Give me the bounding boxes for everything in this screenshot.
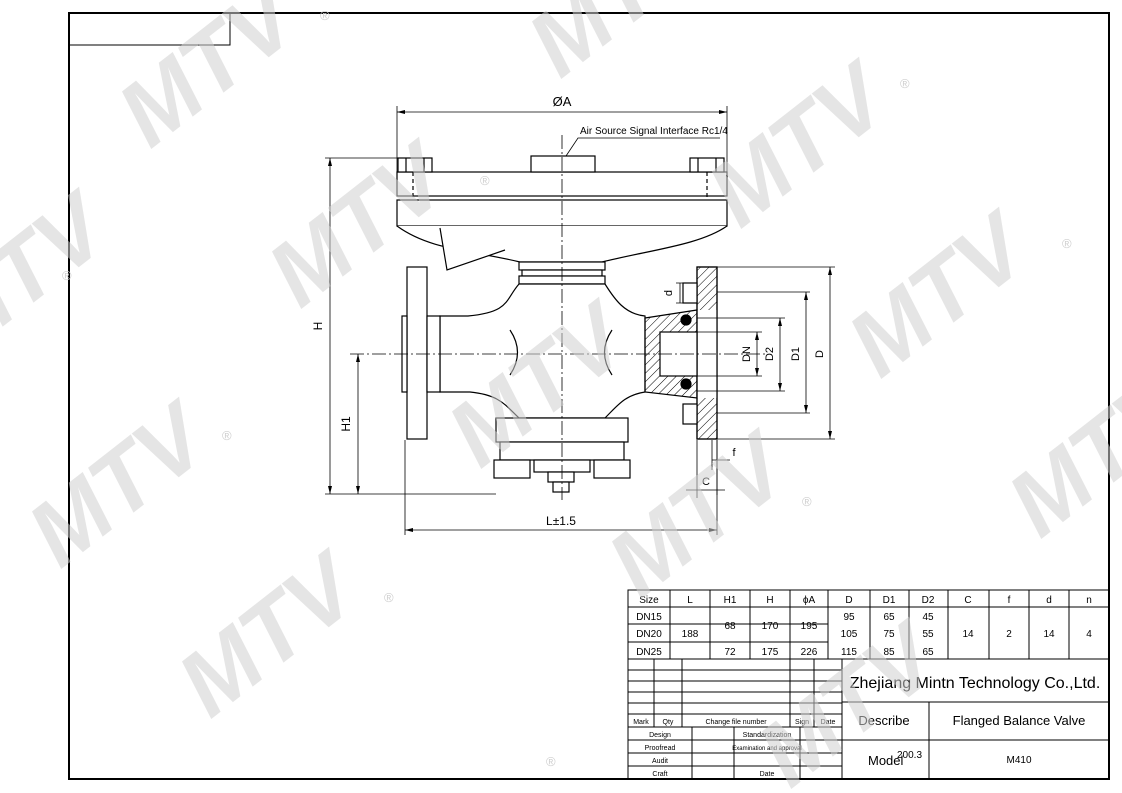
company-name: Zhejiang Mintn Technology Co.,Ltd. [850,675,1101,692]
rev-qty: Qty [663,719,674,726]
cell-h1: 72 [724,647,736,658]
dim-h1: H1 [339,416,353,432]
cell-d1: 65 [883,612,895,623]
cell-l: 188 [682,629,699,640]
sheet-border [68,12,1110,780]
watermark: MTV [100,0,321,166]
dim-d-big: D [814,350,826,358]
rev-mark: Mark [633,719,649,726]
spec-table-text: Size L H1 H ϕA D D1 D2 C f d n DN15 DN20… [636,595,1092,658]
dim-h: H [311,322,325,331]
watermark: MTV [830,192,1051,396]
hdr-h1: H1 [724,595,737,606]
rev-date: Date [821,719,836,726]
hdr-size: Size [639,595,659,606]
centre-lines [350,135,765,500]
dim-dn: DN [741,346,753,362]
cell-d: 95 [843,612,855,623]
approval-proofread: Proofread [645,745,676,752]
cell-d: 115 [841,647,857,658]
hdr-f: f [1008,595,1011,606]
hdr-d-small: d [1046,595,1052,606]
cell-d2: 45 [922,612,934,623]
approval-standardization: Standardization [743,732,792,739]
dim-d2: D2 [764,347,776,361]
dim-l: L±1.5 [546,514,576,528]
cell-h1: 68 [724,621,736,632]
row-size: DN25 [636,647,662,658]
hdr-d: D [845,595,852,606]
cell-c: 14 [962,629,974,640]
rev-change: Change file number [705,719,767,726]
registered-mark: ® [480,173,490,188]
scale-value: 200.3 [897,750,922,761]
hdr-n: n [1086,595,1092,606]
hdr-c: C [964,595,971,606]
cell-d2: 65 [922,647,934,658]
row-size: DN15 [636,612,662,623]
dim-c: C [702,476,710,488]
hdr-a: ϕA [803,595,816,606]
cell-f: 2 [1006,629,1012,640]
cell-h: 175 [762,647,779,658]
watermark-registered-marks: ® ® ® ® ® ® ® ® ® [62,8,1072,769]
dimension-lines [325,106,835,535]
dimension-arrows [328,110,832,532]
cell-d: 105 [841,629,858,640]
cell-d-small: 14 [1043,629,1055,640]
watermark: MTV [160,532,381,736]
approval-craft: Craft [652,771,667,778]
watermark: MTV [10,382,231,586]
title-block-text: Zhejiang Mintn Technology Co.,Ltd. Descr… [633,675,1100,778]
model-label: Model [868,753,904,768]
top-left-box [68,12,231,46]
cell-d1: 75 [883,629,895,640]
describe-value: Flanged Balance Valve [953,713,1086,728]
rev-sign: Sign [795,719,809,726]
hdr-l: L [687,595,693,606]
hdr-d2: D2 [922,595,935,606]
cell-a: 195 [801,621,818,632]
registered-mark: ® [1062,236,1072,251]
registered-mark: ® [802,494,812,509]
watermark: MTV [990,352,1122,556]
dim-d-small: d [663,290,675,296]
cell-d2: 55 [922,629,934,640]
cell-a: 226 [801,647,818,658]
approval-design: Design [649,732,671,739]
registered-mark: ® [62,268,72,283]
dim-f: f [732,447,736,459]
spec-table [627,589,1110,660]
cell-h: 170 [762,621,779,632]
air-source-note: Air Source Signal Interface Rc1/4 [580,126,728,137]
dim-phi-a: ØA [553,94,572,109]
watermark: MTV [250,122,471,326]
hdr-h: H [766,595,773,606]
model-value: M410 [1006,755,1031,766]
registered-mark: ® [320,8,330,23]
approval-examination: Examination and approval [732,746,801,752]
registered-mark: ® [222,428,232,443]
cell-n: 4 [1086,629,1092,640]
approval-date: Date [760,771,775,778]
registered-mark: ® [546,754,556,769]
row-size: DN20 [636,629,662,640]
dim-d1: D1 [790,347,802,361]
approval-audit: Audit [652,758,668,765]
registered-mark: ® [384,590,394,605]
describe-label: Describe [858,713,909,728]
dimension-labels: ØA Air Source Signal Interface Rc1/4 H H… [311,94,826,528]
registered-mark: ® [900,76,910,91]
hdr-d1: D1 [883,595,896,606]
title-block [627,658,1110,780]
watermark: MTV [510,0,731,96]
cell-d1: 85 [883,647,895,658]
